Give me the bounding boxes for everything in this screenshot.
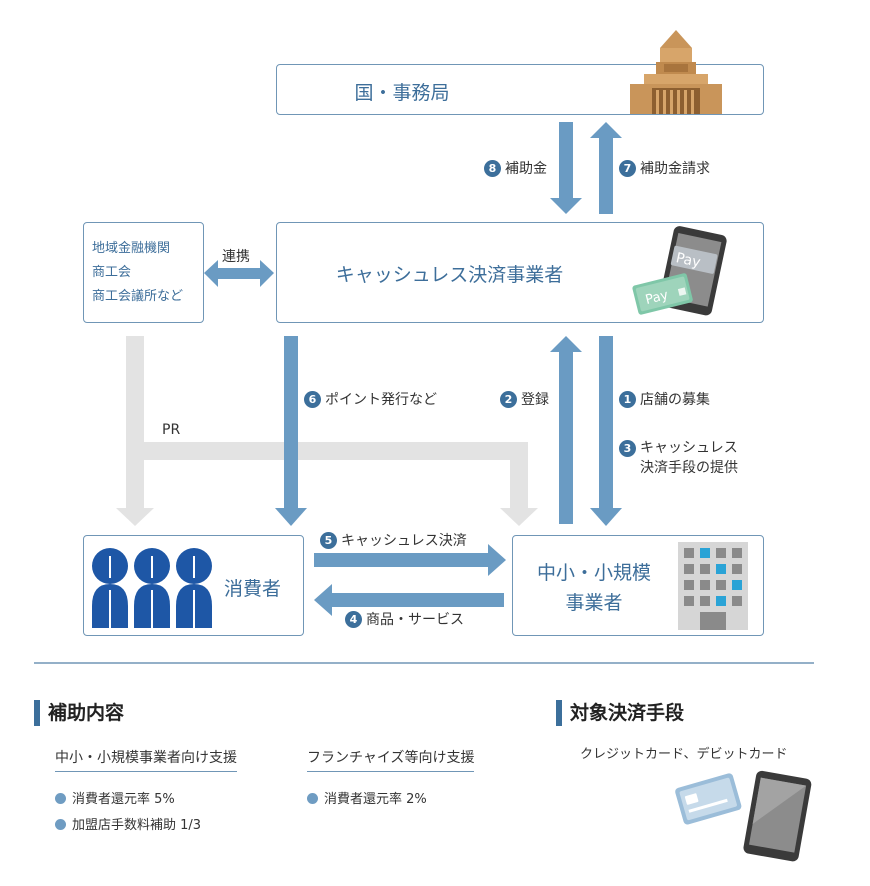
payment-methods-text: クレジットカード、デビットカード — [580, 747, 788, 762]
sme-support-item: 消費者還元率 5% — [55, 788, 175, 807]
pr-arrows — [116, 336, 538, 526]
pr-label: PR — [162, 422, 181, 438]
local-org-item: 地域金融機関 — [92, 241, 171, 256]
merchant-label-line1: 中小・小規模 — [536, 562, 651, 584]
blue-flow-arrows — [204, 122, 622, 616]
flow-text: 決済手段の提供 — [640, 460, 738, 476]
flow-text: 登録 — [521, 392, 549, 408]
flow-text: ポイント発行など — [325, 392, 437, 408]
support-section-title: 補助内容 — [34, 700, 124, 726]
step-badge: 4 — [345, 610, 362, 628]
flow-text: キャッシュレス — [640, 440, 738, 456]
flow-text: 補助金請求 — [640, 161, 710, 177]
flow-text: 商品・サービス — [366, 612, 464, 628]
renkei-label: 連携 — [222, 249, 250, 265]
step-badge: 7 — [619, 159, 636, 177]
credit-card-icon — [675, 770, 812, 862]
bullet-dot — [307, 793, 318, 804]
parliament-building-icon — [630, 30, 722, 114]
bullet-text: 消費者還元率 5% — [72, 792, 175, 807]
flow-text: 補助金 — [505, 161, 547, 177]
step-badge: 1 — [619, 390, 636, 408]
step-badge: 2 — [500, 390, 517, 408]
bullet-text: 加盟店手数料補助 1/3 — [72, 818, 202, 833]
local-org-item: 商工会 — [92, 265, 132, 280]
local-org-item: 商工会議所など — [92, 289, 184, 304]
step-badge: 3 — [619, 439, 636, 457]
people-icon — [92, 548, 212, 628]
franchise-support-title: フランチャイズ等向け支援 — [307, 747, 475, 772]
flow-text: キャッシュレス決済 — [341, 533, 467, 549]
step-badge: 8 — [484, 159, 501, 177]
sme-support-item: 加盟店手数料補助 1/3 — [55, 814, 201, 833]
consumer-label: 消費者 — [224, 578, 282, 600]
flow-text: 店舗の募集 — [640, 392, 710, 408]
payment-provider-label: キャッシュレス決済事業者 — [335, 264, 564, 286]
government-label: 国・事務局 — [354, 82, 450, 104]
tablet-icon — [743, 770, 812, 862]
pay-card-text: Pay — [674, 250, 701, 271]
bullet-dot — [55, 793, 66, 804]
sme-support-title: 中小・小規模事業者向け支援 — [55, 747, 237, 772]
step-badge: 6 — [304, 390, 321, 408]
office-building-icon — [678, 542, 748, 630]
payment-methods-title: 対象決済手段 — [556, 700, 684, 726]
bullet-text: 消費者還元率 2% — [324, 792, 427, 807]
bullet-dot — [55, 819, 66, 830]
pay-card-text: Pay — [644, 288, 670, 308]
franchise-support-item: 消費者還元率 2% — [307, 788, 427, 807]
step-badge: 5 — [320, 531, 337, 549]
merchant-label-line2: 事業者 — [565, 592, 623, 614]
local-orgs-box: 地域金融機関 商工会 商工会議所など — [83, 222, 204, 323]
tablet-icon: Pay Pay — [632, 226, 727, 316]
